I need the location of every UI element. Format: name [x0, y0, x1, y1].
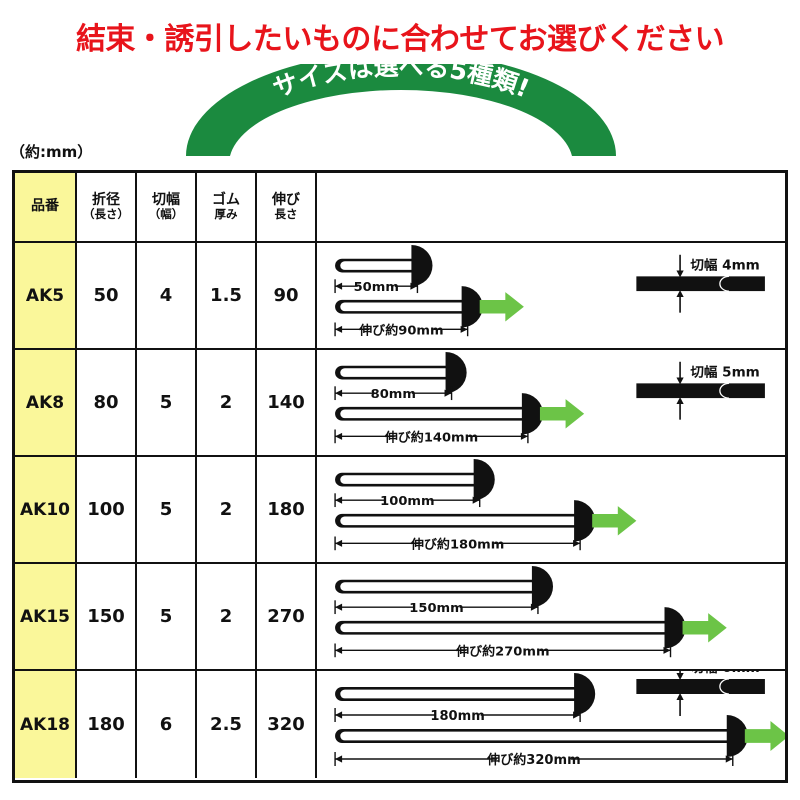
dimension-line: 伸び約180mm — [334, 535, 581, 552]
header-stretch-length-main: 伸び — [272, 191, 300, 208]
band-cross-section: 切幅 4mm — [636, 254, 765, 313]
table-row: AK18 180 6 2.5 320 180mm — [15, 671, 785, 778]
header-cut-width: 切幅 （幅） — [137, 173, 197, 241]
cell-part-number: AK8 — [15, 350, 77, 455]
cell-part-number: AK5 — [15, 243, 77, 348]
cell-rubber-thickness: 1.5 — [197, 243, 257, 348]
green-arrow-icon — [539, 399, 585, 429]
cell-diagram: 180mm 伸び約320mm 切幅 6mm — [317, 671, 785, 778]
header-fold-diameter-sub: （長さ） — [83, 207, 129, 222]
header-stretch-length-sub: 長さ — [274, 207, 298, 222]
cell-diagram: 100mm 伸び約180mm — [317, 457, 785, 562]
cell-cut-width: 6 — [137, 671, 197, 778]
header-diagram — [317, 173, 785, 241]
cell-cut-width: 4 — [137, 243, 197, 348]
band-width-label: 切幅 6mm — [690, 671, 759, 676]
cell-cut-width: 5 — [137, 350, 197, 455]
band-width-label: 切幅 5mm — [690, 364, 759, 381]
tie-shape — [335, 393, 543, 435]
dimension-label: 伸び約90mm — [358, 322, 443, 338]
tie-shape — [335, 286, 483, 328]
table-row: AK5 50 4 1.5 90 50mm — [15, 243, 785, 350]
cell-stretch-length: 320 — [257, 671, 317, 778]
header-rubber-thickness-main: ゴム — [212, 191, 240, 208]
dimension-line: 伸び約320mm — [334, 751, 734, 768]
cell-stretch-length: 90 — [257, 243, 317, 348]
tie-shape — [335, 351, 467, 394]
cell-diagram: 150mm 伸び約270mm — [317, 564, 785, 669]
dimension-label: 伸び約270mm — [455, 643, 550, 659]
dimension-line: 180mm — [334, 707, 581, 724]
cell-fold-diameter: 50 — [77, 243, 137, 348]
dimension-label: 80mm — [371, 387, 416, 402]
table-header-row: 品番 折径 （長さ） 切幅 （幅） ゴム 厚み — [15, 173, 785, 243]
tie-shape — [335, 715, 748, 757]
cell-stretch-length: 140 — [257, 350, 317, 455]
dimension-line: 伸び約90mm — [334, 321, 469, 338]
dimension-label: 伸び約140mm — [384, 429, 479, 445]
green-arrow-icon — [592, 506, 637, 536]
cell-fold-diameter: 150 — [77, 564, 137, 669]
dimension-label: 伸び約180mm — [410, 536, 505, 552]
green-arrow-icon — [682, 613, 727, 643]
header-part-number-main: 品番 — [31, 198, 59, 215]
header-fold-diameter: 折径 （長さ） — [77, 173, 137, 241]
tie-shape — [335, 565, 554, 608]
table-row: AK15 150 5 2 270 150mm — [15, 564, 785, 671]
page-title: 結束・誘引したいものに合わせてお選びください — [75, 22, 725, 57]
cell-fold-diameter: 80 — [77, 350, 137, 455]
cell-part-number: AK18 — [15, 671, 77, 778]
table-row: AK10 100 5 2 180 100mm — [15, 457, 785, 564]
cell-rubber-thickness: 2 — [197, 564, 257, 669]
header-fold-diameter-main: 折径 — [92, 191, 120, 208]
header-part-number: 品番 — [15, 173, 77, 241]
header-stretch-length: 伸び 長さ — [257, 173, 317, 241]
dimension-line: 伸び約140mm — [334, 428, 529, 445]
band-cross-section: 切幅 5mm — [636, 361, 765, 420]
green-arrow-icon — [479, 292, 524, 322]
dimension-label: 伸び約320mm — [486, 752, 581, 768]
green-arrow-icon — [744, 721, 785, 751]
header-cut-width-main: 切幅 — [152, 191, 180, 208]
dimension-line: 100mm — [334, 492, 481, 509]
cell-cut-width: 5 — [137, 564, 197, 669]
size-variety-banner: サイズは選べる5種類! — [176, 64, 626, 156]
dimension-label: 150mm — [409, 601, 463, 616]
cell-diagram: 80mm 伸び約140mm 切幅 5mm — [317, 350, 785, 455]
table-row: AK8 80 5 2 140 80mm — [15, 350, 785, 457]
tie-shape — [335, 244, 433, 287]
header-cut-width-sub: （幅） — [148, 207, 184, 222]
cell-diagram: 50mm 伸び約90mm 切幅 4mm — [317, 243, 785, 348]
dimension-label: 180mm — [430, 709, 484, 724]
cell-part-number: AK15 — [15, 564, 77, 669]
table-body: AK5 50 4 1.5 90 50mm — [15, 243, 785, 778]
dimension-label: 50mm — [354, 280, 399, 295]
header-rubber-thickness: ゴム 厚み — [197, 173, 257, 241]
tie-shape — [335, 500, 596, 542]
banner-arc-shape — [186, 64, 616, 156]
cell-fold-diameter: 100 — [77, 457, 137, 562]
cell-stretch-length: 180 — [257, 457, 317, 562]
dimension-line: 150mm — [334, 599, 539, 616]
cell-fold-diameter: 180 — [77, 671, 137, 778]
dimension-line: 50mm — [334, 278, 419, 295]
cell-rubber-thickness: 2.5 — [197, 671, 257, 778]
tie-shape — [335, 673, 596, 715]
cell-stretch-length: 270 — [257, 564, 317, 669]
dimension-line: 80mm — [334, 385, 453, 402]
tie-shape — [335, 607, 686, 649]
cell-rubber-thickness: 2 — [197, 457, 257, 562]
unit-note: （約:mm） — [10, 143, 93, 161]
dimension-line: 伸び約270mm — [334, 642, 672, 659]
band-cross-section: 切幅 6mm — [636, 671, 765, 716]
cell-part-number: AK10 — [15, 457, 77, 562]
size-spec-table: 品番 折径 （長さ） 切幅 （幅） ゴム 厚み — [12, 170, 788, 783]
band-width-label: 切幅 4mm — [690, 257, 759, 274]
tie-shape — [335, 458, 495, 501]
header-rubber-thickness-sub: 厚み — [214, 207, 238, 222]
cell-rubber-thickness: 2 — [197, 350, 257, 455]
cell-cut-width: 5 — [137, 457, 197, 562]
dimension-label: 100mm — [380, 494, 434, 509]
